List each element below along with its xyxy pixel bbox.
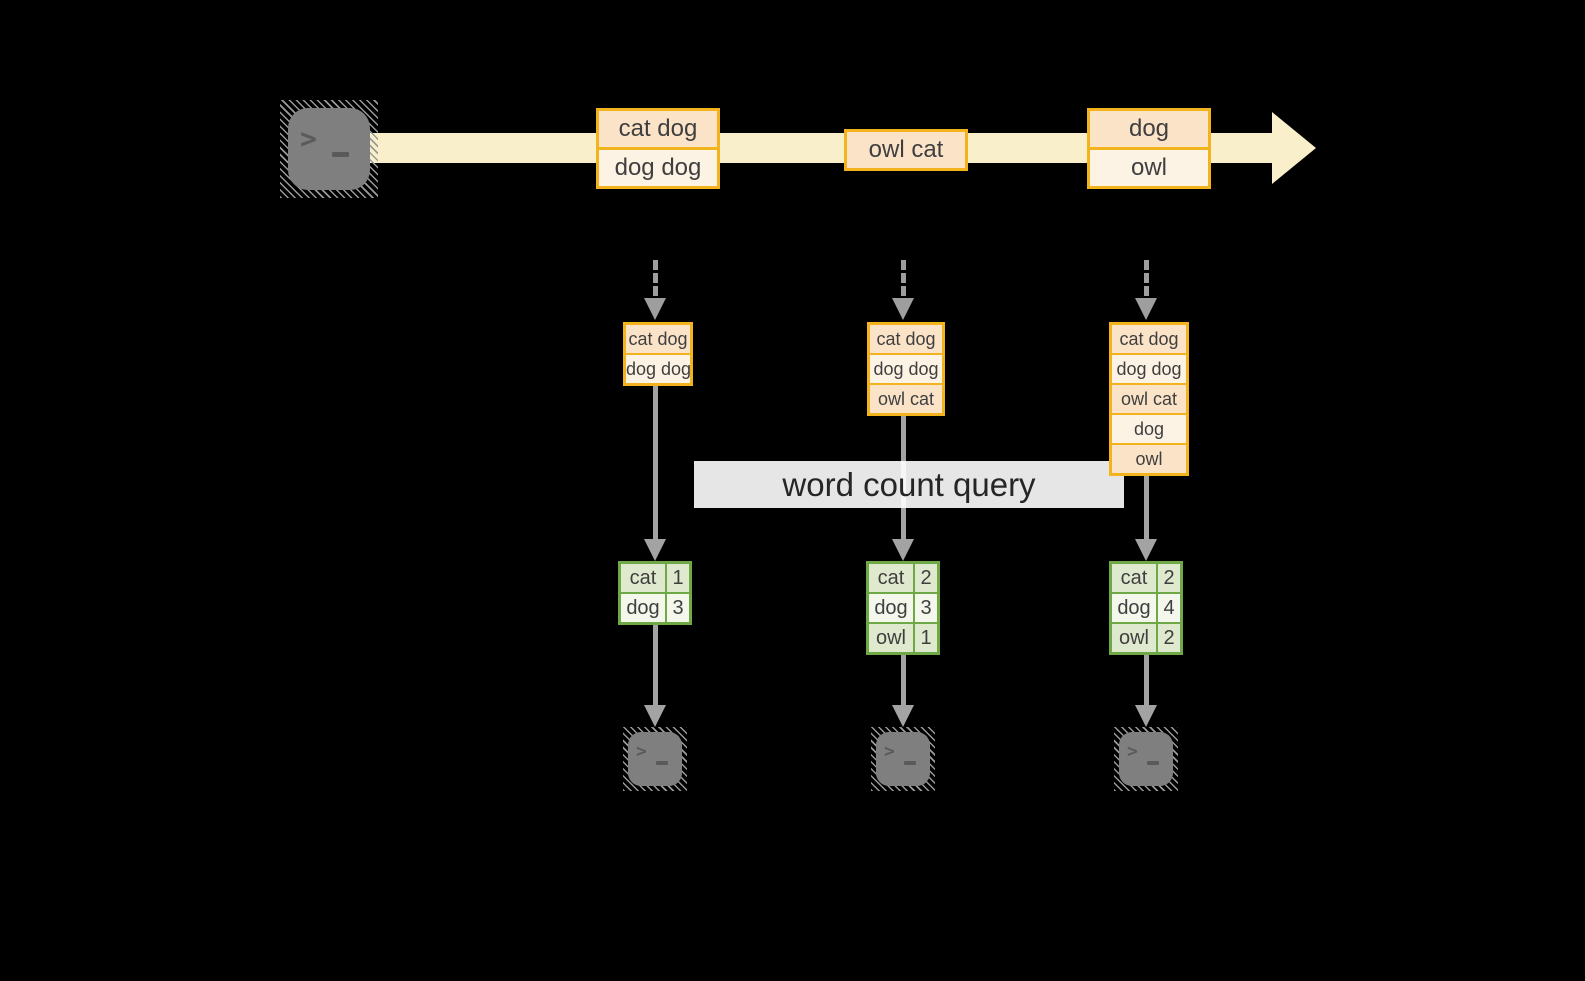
buffer-stack-1: cat dog dog dog: [623, 322, 693, 386]
dashed-arrow-line: [653, 260, 658, 296]
count-cell: 4: [1158, 594, 1180, 622]
event-text: owl: [1090, 147, 1208, 186]
buffer-row: cat dog: [1112, 325, 1186, 353]
table-row: owl 1: [869, 624, 937, 652]
buffer-row: dog dog: [870, 353, 942, 383]
dashed-arrow-head-icon: [892, 298, 914, 320]
table-row: owl 2: [1112, 624, 1180, 652]
terminal-sink-icon-3: >: [1114, 727, 1178, 791]
event-text: owl cat: [847, 132, 965, 168]
table-row: cat 2: [869, 564, 937, 592]
word-cell: cat: [869, 564, 913, 592]
count-table-2: cat 2 dog 3 owl 1: [866, 561, 940, 655]
arrow-line: [653, 386, 658, 541]
terminal-prompt-glyph: >: [884, 741, 895, 762]
event-text: dog: [1090, 111, 1208, 147]
buffer-row: dog dog: [626, 353, 690, 383]
terminal-cursor-glyph: [904, 761, 916, 765]
table-row: cat 2: [1112, 564, 1180, 592]
count-cell: 2: [1158, 624, 1180, 652]
count-cell: 3: [667, 594, 689, 622]
buffer-row: owl cat: [870, 383, 942, 413]
terminal-prompt-glyph: >: [300, 122, 317, 155]
stream-event-1: cat dog dog dog: [596, 108, 720, 189]
buffer-row: cat dog: [870, 325, 942, 353]
query-banner: word count query: [694, 461, 1124, 508]
table-row: dog 3: [621, 594, 689, 622]
word-cell: dog: [621, 594, 665, 622]
arrow-head-icon: [644, 539, 666, 561]
count-cell: 1: [915, 624, 937, 652]
buffer-row: cat dog: [626, 325, 690, 353]
dashed-arrow-head-icon: [644, 298, 666, 320]
terminal-prompt-glyph: >: [1127, 741, 1138, 762]
count-cell: 3: [915, 594, 937, 622]
table-row: dog 3: [869, 594, 937, 622]
arrow-line: [653, 625, 658, 705]
terminal-cursor-glyph: [1147, 761, 1159, 765]
word-cell: dog: [1112, 594, 1156, 622]
dashed-arrow-line: [901, 260, 906, 296]
word-cell: cat: [1112, 564, 1156, 592]
terminal-plate: [288, 108, 370, 190]
event-text: dog dog: [599, 147, 717, 186]
arrow-head-icon: [892, 705, 914, 727]
word-cell: owl: [1112, 624, 1156, 652]
buffer-row: owl cat: [1112, 383, 1186, 413]
word-cell: cat: [621, 564, 665, 592]
buffer-row: dog dog: [1112, 353, 1186, 383]
arrow-line: [901, 655, 906, 705]
count-table-3: cat 2 dog 4 owl 2: [1109, 561, 1183, 655]
count-cell: 2: [915, 564, 937, 592]
event-text: cat dog: [599, 111, 717, 147]
count-cell: 2: [1158, 564, 1180, 592]
terminal-plate: [628, 732, 682, 786]
arrow-head-icon: [1135, 539, 1157, 561]
terminal-cursor-glyph: [656, 761, 668, 765]
arrow-head-icon: [892, 539, 914, 561]
arrow-line: [1144, 476, 1149, 541]
count-cell: 1: [667, 564, 689, 592]
word-cell: owl: [869, 624, 913, 652]
arrow-head-icon: [1135, 705, 1157, 727]
terminal-sink-icon-2: >: [871, 727, 935, 791]
table-row: cat 1: [621, 564, 689, 592]
dashed-arrow-head-icon: [1135, 298, 1157, 320]
buffer-row: owl: [1112, 443, 1186, 473]
arrow-line: [1144, 655, 1149, 705]
dashed-arrow-line: [1144, 260, 1149, 296]
buffer-row: dog: [1112, 413, 1186, 443]
table-row: dog 4: [1112, 594, 1180, 622]
terminal-plate: [876, 732, 930, 786]
terminal-source-icon: >: [280, 100, 378, 198]
stream-event-3: dog owl: [1087, 108, 1211, 189]
terminal-prompt-glyph: >: [636, 741, 647, 762]
terminal-sink-icon-1: >: [623, 727, 687, 791]
buffer-stack-3: cat dog dog dog owl cat dog owl: [1109, 322, 1189, 476]
terminal-cursor-glyph: [332, 152, 349, 157]
arrow-head-icon: [644, 705, 666, 727]
count-table-1: cat 1 dog 3: [618, 561, 692, 625]
terminal-plate: [1119, 732, 1173, 786]
word-cell: dog: [869, 594, 913, 622]
stream-arrowhead-icon: [1272, 112, 1316, 184]
stream-event-2: owl cat: [844, 129, 968, 171]
buffer-stack-2: cat dog dog dog owl cat: [867, 322, 945, 416]
